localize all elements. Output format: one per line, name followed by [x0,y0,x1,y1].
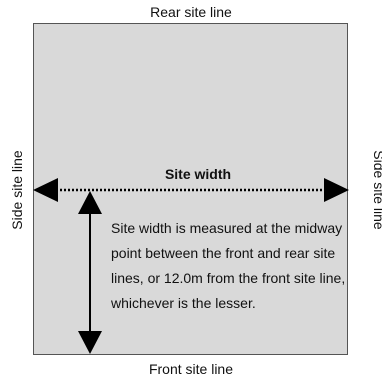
up-arrowhead [78,191,102,214]
right-arrowhead [324,178,349,202]
left-arrowhead [33,178,58,202]
site-width-label: Site width [164,166,232,182]
front-site-line-label: Front site line [148,361,234,377]
measurement-note: Site width is measured at the midway poi… [111,220,346,311]
down-arrowhead [78,331,102,354]
rear-site-line-label: Rear site line [150,4,232,20]
